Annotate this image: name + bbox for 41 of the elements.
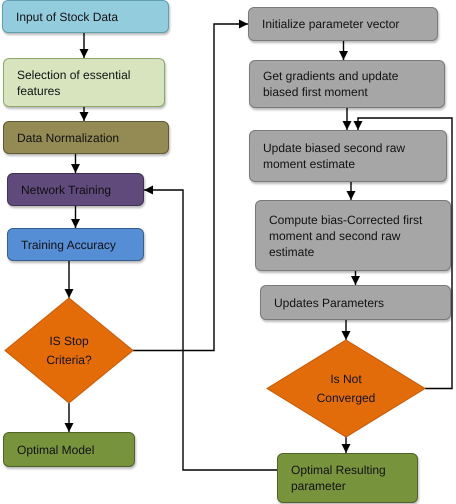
process-label: Compute bias-Corrected first moment and second raw estimate [269, 212, 424, 260]
arrow [351, 271, 360, 285]
arrow [342, 320, 350, 340]
process-box [7, 228, 144, 261]
arrow [342, 437, 350, 453]
decision-label: IS Stop Criteria? [45, 332, 93, 368]
arrow [339, 41, 348, 60]
process-label: Optimal Model [17, 442, 94, 458]
process-box [248, 7, 438, 41]
arrow [64, 261, 74, 298]
process-box [3, 121, 169, 154]
process-box [3, 432, 135, 467]
process-box [260, 285, 451, 320]
arrow [346, 182, 356, 200]
arrow [354, 117, 453, 390]
arrow [144, 186, 277, 471]
process-box [3, 58, 165, 107]
arrow [64, 403, 74, 432]
arrow [342, 108, 352, 130]
process-box [249, 60, 445, 108]
process-box [255, 200, 451, 271]
process-box [277, 453, 418, 503]
arrow [71, 206, 80, 228]
process-label: Network Training [21, 182, 112, 198]
process-label: Selection of essential features [17, 66, 132, 98]
process-label: Update biased second raw moment estimate [263, 140, 406, 172]
process-label: Get gradients and update biased first moment [263, 68, 400, 100]
process-label: Optimal Resulting parameter [291, 462, 387, 494]
process-box [7, 173, 144, 206]
arrow [71, 154, 80, 173]
process-box [249, 130, 447, 182]
process-label: Updates Parameters [274, 294, 384, 310]
arrow [133, 20, 248, 352]
process-label: Initialize parameter vector [262, 16, 400, 32]
arrow [80, 33, 88, 58]
process-label: Data Normalization [17, 130, 120, 146]
decision-label: Is Not Converged [316, 370, 376, 406]
process-label: Input of Stock Data [16, 8, 118, 24]
arrow [80, 107, 88, 121]
process-box [2, 0, 169, 33]
process-label: Training Accuracy [21, 236, 116, 252]
